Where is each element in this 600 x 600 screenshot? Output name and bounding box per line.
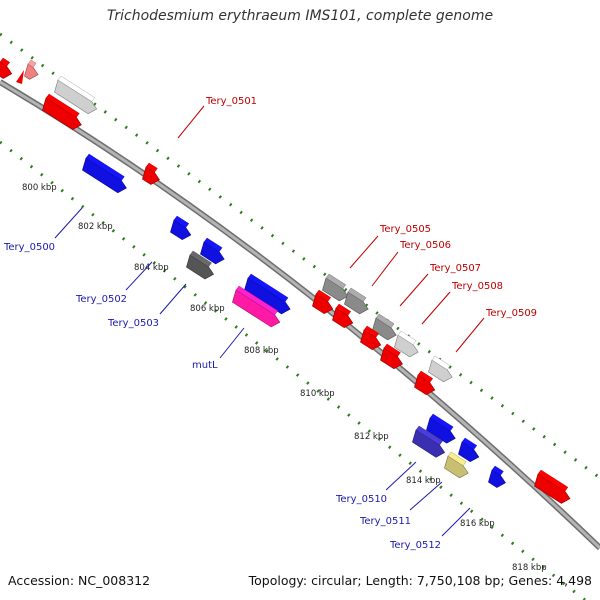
gene-grey-0505b[interactable] bbox=[344, 287, 369, 315]
gene-label-tery_0507[interactable]: Tery_0507 bbox=[429, 263, 481, 274]
gene-label-tery_0510[interactable]: Tery_0510 bbox=[335, 494, 387, 505]
gene-label-tery_0500[interactable]: Tery_0500 bbox=[3, 242, 55, 253]
accession-text: Accession: NC_008312 bbox=[8, 573, 151, 588]
leader-line bbox=[177, 105, 205, 139]
gene-blue-tery0502[interactable] bbox=[200, 237, 225, 265]
leader-line bbox=[455, 317, 485, 353]
leader-line bbox=[159, 283, 187, 315]
tick-layer: 800 kbp 802 kbp 804 kbp 806 kbp 808 kbp 810 k… bbox=[0, 32, 600, 600]
gene-label-tery_0505[interactable]: Tery_0505 bbox=[379, 224, 431, 235]
gene-red-edge[interactable] bbox=[0, 57, 13, 79]
gene-red-0509[interactable] bbox=[414, 370, 436, 396]
gene-pink-fragment[interactable] bbox=[24, 59, 39, 80]
tick-label: 808 kbp bbox=[244, 346, 279, 356]
gene-red-tery0501[interactable] bbox=[142, 162, 160, 185]
gene-label-tery_0512[interactable]: Tery_0512 bbox=[389, 540, 441, 551]
gene-label-tery_0506[interactable]: Tery_0506 bbox=[399, 240, 451, 251]
gene-label-tery_0503[interactable]: Tery_0503 bbox=[107, 318, 159, 329]
tick-label: 810 kbp bbox=[300, 389, 335, 399]
gene-label-mutl[interactable]: mutL bbox=[192, 360, 218, 371]
leader-line bbox=[371, 251, 399, 287]
leader-line bbox=[125, 261, 153, 291]
gene-label-tery_0502[interactable]: Tery_0502 bbox=[75, 294, 127, 305]
tick-label: 804 kbp bbox=[134, 263, 169, 273]
gene-red-far[interactable] bbox=[534, 469, 571, 504]
gene-blue-0512b[interactable] bbox=[488, 465, 506, 488]
leader-line bbox=[399, 273, 429, 307]
gene-red-0506[interactable] bbox=[332, 303, 354, 329]
leader-line bbox=[54, 207, 83, 239]
red-marker bbox=[16, 70, 24, 84]
gene-grey-1[interactable] bbox=[54, 75, 98, 115]
gene-blue-tery0500[interactable] bbox=[82, 153, 127, 194]
tick-label: 814 kbp bbox=[406, 476, 441, 486]
gene-grey-tery0503[interactable] bbox=[186, 250, 215, 280]
gene-red-0508[interactable] bbox=[380, 343, 403, 370]
gene-magenta-mutl[interactable] bbox=[232, 285, 281, 328]
gene-blue-small[interactable] bbox=[170, 215, 192, 241]
tick-label: 812 kbp bbox=[354, 432, 389, 442]
leader-line bbox=[441, 507, 471, 537]
gene-label-tery_0511[interactable]: Tery_0511 bbox=[359, 516, 411, 527]
tick-label: 806 kbp bbox=[190, 304, 225, 314]
gene-lgrey-0509[interactable] bbox=[428, 355, 453, 383]
gene-grey-0507[interactable] bbox=[372, 313, 397, 341]
leader-line bbox=[349, 235, 379, 269]
tick-label: 818 kbp bbox=[512, 563, 547, 573]
gene-indigo-tery0510[interactable] bbox=[412, 425, 446, 458]
gene-red-0507[interactable] bbox=[360, 325, 382, 351]
gene-khaki-tery0511[interactable] bbox=[444, 451, 469, 479]
leader-line bbox=[385, 461, 417, 491]
gene-red-0505[interactable] bbox=[312, 289, 334, 315]
gene-blue-0511-upper[interactable] bbox=[426, 413, 456, 444]
topology-text: Topology: circular; Length: 7,750,108 bp… bbox=[248, 573, 592, 588]
gene-red-1[interactable] bbox=[42, 93, 82, 130]
gene-blue-mutl-upper[interactable] bbox=[244, 273, 291, 315]
leader-line bbox=[219, 327, 245, 359]
guide-ring-2 bbox=[0, 140, 586, 600]
gene-label-tery_0509[interactable]: Tery_0509 bbox=[485, 308, 537, 319]
tick-label: 802 kbp bbox=[78, 222, 113, 232]
gene-lgrey-0508[interactable] bbox=[394, 330, 419, 358]
backbone-layer bbox=[0, 79, 600, 551]
leader-line bbox=[409, 481, 443, 511]
gene-blue-0512[interactable] bbox=[458, 437, 480, 463]
tick-label: 816 kbp bbox=[460, 519, 495, 529]
leader-line bbox=[421, 291, 451, 325]
gene-label-tery_0508[interactable]: Tery_0508 bbox=[451, 281, 503, 292]
gene-label-tery_0501[interactable]: Tery_0501 bbox=[205, 96, 257, 107]
backbone bbox=[0, 80, 600, 550]
map-title: Trichodesmium erythraeum IMS101, complet… bbox=[106, 8, 494, 24]
gene-layer bbox=[0, 57, 571, 504]
gene-grey-0505a[interactable] bbox=[322, 273, 349, 302]
tick-label: 800 kbp bbox=[22, 183, 57, 193]
